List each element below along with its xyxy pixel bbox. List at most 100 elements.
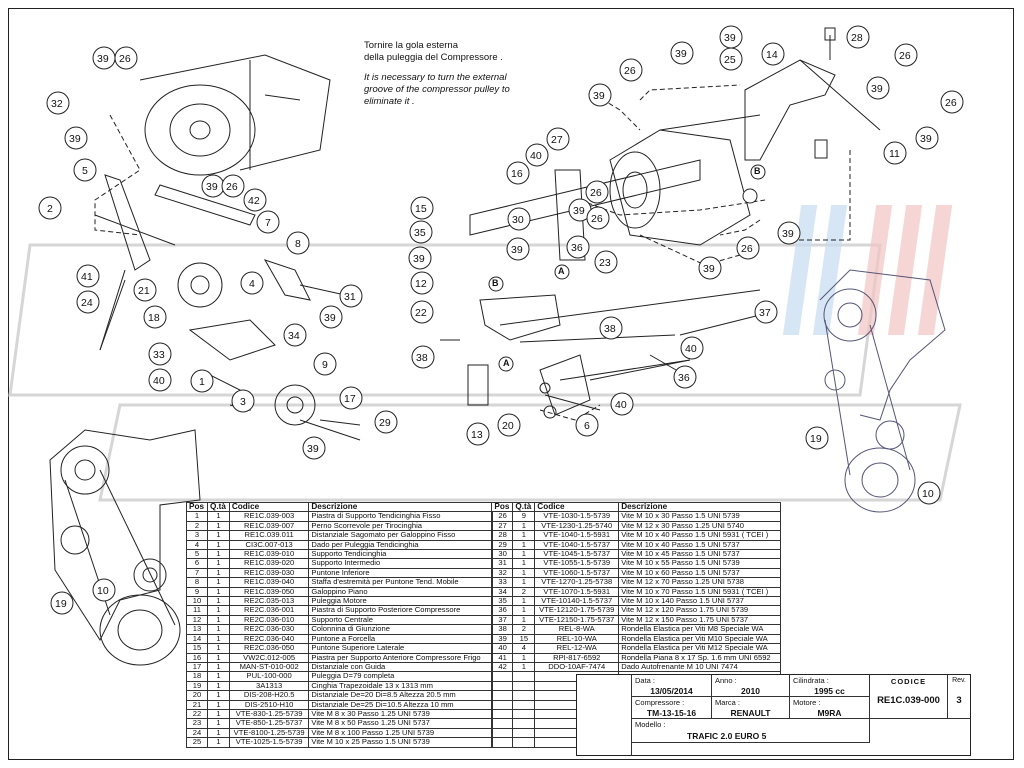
svg-text:25: 25 — [724, 54, 736, 66]
cell-pos: 41 — [491, 652, 514, 663]
cell-qty — [512, 727, 536, 739]
svg-text:26: 26 — [226, 181, 238, 193]
note-italian: Tornire la gola esterna della puleggia d… — [364, 40, 503, 64]
cell-code: VTE-1025-1.5-5739 — [228, 737, 310, 748]
callout-34: 34 — [283, 323, 307, 347]
cell-pos: 36 — [491, 605, 514, 616]
callout-29: 29 — [374, 410, 398, 434]
callout-39k: 39 — [719, 25, 743, 49]
cell-code: RPI-817-6592 — [534, 652, 620, 663]
svg-text:4: 4 — [249, 278, 255, 290]
bolts — [99, 269, 761, 441]
callout-26g: 26 — [940, 90, 964, 114]
cell-qty: 1 — [206, 690, 230, 701]
cell-pos — [491, 718, 514, 729]
cell-code: VTE-1040-1.5-5931 — [534, 530, 620, 541]
svg-text:29: 29 — [379, 417, 391, 429]
cell-description: Staffa d'estremità per Puntone Tend. Mob… — [308, 577, 493, 588]
callout-39g: 39 — [506, 237, 530, 261]
svg-text:20: 20 — [502, 420, 514, 432]
cell-qty: 1 — [512, 605, 536, 616]
svg-text:38: 38 — [416, 352, 428, 364]
cell-description: Vite M 8 x 50 Passo 1.25 UNI 5737 — [308, 718, 493, 729]
callout-26d: 26 — [586, 206, 610, 230]
cell-pos — [491, 727, 514, 739]
note-english: It is necessary to turn the external gro… — [364, 72, 510, 108]
svg-text:31: 31 — [344, 291, 356, 303]
callout-11: 11 — [883, 141, 907, 165]
central-brackets — [467, 159, 761, 419]
cell-code: VW2C.012-005 — [228, 652, 310, 663]
cell-qty — [512, 718, 536, 729]
cell-code: RE1C.039-040 — [228, 577, 310, 588]
callout-22: 22 — [410, 300, 434, 324]
cell-description: Colonnina di Giunzione — [308, 624, 493, 635]
callout-42: 42 — [243, 188, 267, 212]
callout-24: 24 — [76, 290, 100, 314]
cell-qty: 2 — [512, 624, 536, 635]
cell-pos: 11 — [186, 605, 208, 616]
tb-marca: Marca : RENAULT — [712, 697, 790, 719]
svg-text:7: 7 — [265, 217, 271, 229]
callout-21: 21 — [133, 278, 157, 302]
callout-20: 20 — [497, 413, 521, 437]
cell-code: DDO-10AF-7474 — [534, 661, 620, 673]
cell-pos — [491, 708, 514, 720]
cell-pos: 8 — [186, 577, 208, 588]
cell-code: RE1C.039-003 — [228, 511, 310, 522]
callout-39b: 39 — [64, 126, 88, 150]
cell-pos: 16 — [186, 652, 208, 663]
cell-pos: 20 — [186, 690, 208, 701]
svg-text:26: 26 — [590, 187, 602, 199]
tb-rev: Rev. 3 — [948, 675, 970, 719]
cell-description: Dado Autofrenante M 10 UNI 7474 — [618, 661, 781, 673]
cell-pos: 25 — [186, 737, 208, 748]
callout-39: 39 — [92, 46, 116, 70]
svg-text:24: 24 — [81, 297, 93, 309]
drawing-sheet — [8, 8, 1014, 760]
callout-39m: 39 — [915, 126, 939, 150]
callout-2: 2 — [38, 196, 62, 220]
callout-23: 23 — [594, 250, 618, 274]
title-block: Data : 13/05/2014 Anno : 2010 Cilindrata… — [576, 674, 971, 756]
cell-pos: 13 — [186, 624, 208, 635]
svg-text:34: 34 — [288, 330, 300, 342]
callout-40b: 40 — [525, 143, 549, 167]
svg-text:40: 40 — [530, 150, 542, 162]
svg-text:40: 40 — [153, 375, 165, 387]
callout-40c: 40 — [610, 392, 634, 416]
cell-qty: 1 — [206, 558, 230, 569]
cell-description: Piastra per Supporto Anteriore Compresso… — [308, 652, 493, 663]
cell-qty: 1 — [206, 577, 230, 588]
cell-qty — [512, 708, 536, 720]
callout-37: 37 — [754, 300, 778, 324]
svg-text:2: 2 — [47, 203, 53, 215]
parts-list-table: Pos Q.tà Codice Descrizione Pos Q.tà Cod… — [186, 501, 781, 748]
callout-32: 32 — [46, 91, 70, 115]
cell-qty: 1 — [206, 605, 230, 616]
callout-26c: 26 — [585, 180, 609, 204]
ref-mark-a1: A — [503, 358, 510, 368]
svg-text:39: 39 — [920, 133, 932, 145]
svg-text:39: 39 — [724, 32, 736, 44]
cell-qty: 1 — [512, 558, 536, 569]
cell-pos: 42 — [491, 661, 514, 673]
compressor-left — [139, 54, 331, 176]
callout-36b: 36 — [673, 365, 697, 389]
cell-description: Vite M 12 x 70 Passo 1.25 UNI 5738 — [618, 577, 781, 588]
tb-codice-value: RE1C.039-000 — [877, 695, 940, 706]
svg-text:38: 38 — [604, 323, 616, 335]
svg-text:32: 32 — [51, 98, 63, 110]
svg-text:16: 16 — [511, 168, 523, 180]
svg-text:39: 39 — [593, 90, 605, 102]
cell-pos: 40 — [491, 643, 514, 654]
callout-39j: 39 — [670, 41, 694, 65]
callout-39l: 39 — [866, 76, 890, 100]
svg-text:39: 39 — [511, 244, 523, 256]
note-en-line1: It is necessary to turn the external — [364, 72, 507, 83]
callout-35: 35 — [409, 220, 433, 244]
cell-qty: 1 — [206, 624, 230, 635]
